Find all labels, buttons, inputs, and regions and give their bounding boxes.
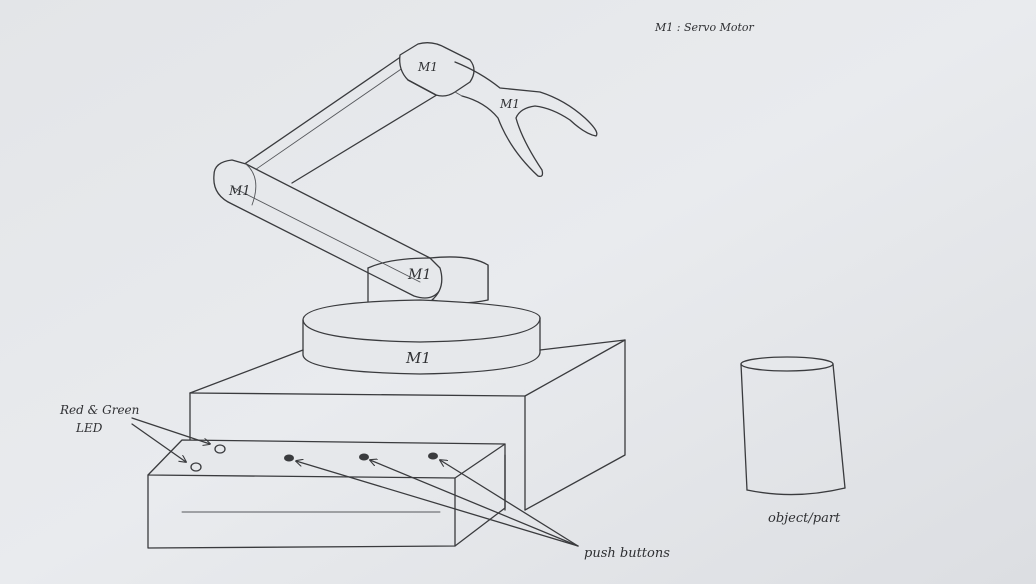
push-button-3[interactable] (428, 453, 438, 460)
motor-label-gripper: M1 (499, 97, 520, 111)
push-button-2[interactable] (359, 454, 369, 461)
motor-label-top: M1 (417, 60, 438, 74)
motor-label-elbow: M1 (228, 184, 251, 199)
motor-label-base: M1 (405, 349, 431, 367)
push-button-1[interactable] (284, 455, 294, 462)
legend-text: M1 : Servo Motor (654, 21, 755, 34)
led-label-line1: Red & Green (59, 403, 139, 417)
motor-label-shoulder: M1 (407, 267, 431, 283)
object-label: object/part (768, 511, 841, 526)
led-label-line2: LED (75, 421, 103, 435)
push-buttons-label: push buttons (584, 546, 670, 561)
